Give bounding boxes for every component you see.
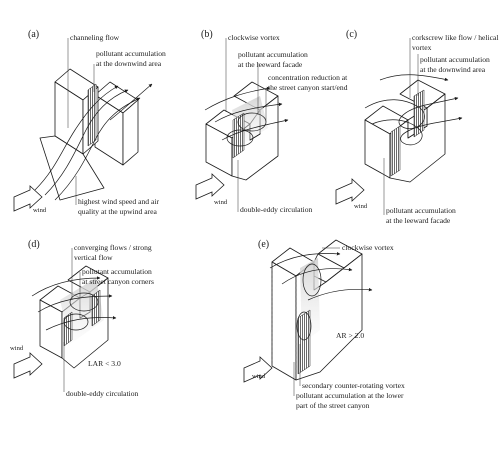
panel-a-label: (a) xyxy=(28,29,39,40)
panel-d: (d) converging flows / strong vertical f… xyxy=(10,239,154,398)
panel-d-note: at street canyon corners xyxy=(82,277,154,286)
panel-c-note: pollutant accumulation xyxy=(420,55,490,64)
panel-c-building xyxy=(364,79,446,183)
panel-b-flow-line xyxy=(204,86,271,111)
panel-e-section-outline xyxy=(271,261,297,381)
panel-e-note: secondary counter-rotating vortex xyxy=(302,381,405,390)
panel-e-wind-arrow xyxy=(243,356,273,383)
panel-e-building xyxy=(271,239,363,381)
panel-a-note: channeling flow xyxy=(70,33,120,42)
panel-c-helical-flow xyxy=(364,96,459,130)
panel-d-note: converging flows / strong xyxy=(74,243,152,252)
panel-b-wind-label: wind xyxy=(214,199,228,206)
panel-b-flow-line xyxy=(221,118,289,141)
panel-d-note: vertical flow xyxy=(74,253,113,262)
panel-a-wind-arrow xyxy=(13,185,43,212)
panel-b-flow-line xyxy=(214,102,283,123)
panel-d-vortex xyxy=(63,313,89,331)
panel-b-note: clockwise vortex xyxy=(228,33,280,42)
panel-a-flow-line xyxy=(109,83,153,121)
panel-c-note: at the downwind area xyxy=(420,65,486,74)
panel-a-wind-label: wind xyxy=(33,207,47,214)
panel-d-wind-label: wind xyxy=(10,345,24,352)
panel-c-helical-flow xyxy=(371,116,463,146)
panel-a-note: quality at the upwind area xyxy=(78,207,157,216)
panel-b-vortex xyxy=(226,129,254,147)
panel-a-ground xyxy=(39,135,105,201)
panel-a: (a) channeling flow pollutant accumulati… xyxy=(13,29,166,216)
panel-c-flow-line xyxy=(379,74,449,82)
panel-a-flow-line xyxy=(54,97,141,201)
panel-d-flow-line xyxy=(31,276,101,297)
panel-d-note: LAR < 3.0 xyxy=(88,359,121,368)
panel-b-note: pollutant accumulation xyxy=(238,50,308,59)
panel-e-note: pollutant accumulation at the lower xyxy=(296,391,404,400)
panel-b-note: concentration reduction at xyxy=(268,73,348,82)
panel-a-right-building xyxy=(94,81,139,166)
panel-d-note: double-eddy circulation xyxy=(66,389,139,398)
panel-c-note: at the leeward facade xyxy=(386,216,451,225)
panel-a-flow-line xyxy=(34,85,119,191)
panel-b-note: double-eddy circulation xyxy=(240,205,313,214)
panel-d-vortex xyxy=(69,292,99,312)
panel-a-pollutant-zone xyxy=(87,83,97,147)
panel-c-pollutant-zone-leeward xyxy=(390,125,401,177)
panel-e-label: (e) xyxy=(258,239,269,250)
panel-b-pollutant-zone xyxy=(232,112,245,159)
panel-d-label: (d) xyxy=(28,239,40,250)
panel-b: (b) clockwise vortex pollutant accumulat… xyxy=(195,29,348,214)
panel-e-note: part of the street canyon xyxy=(296,401,370,410)
panel-a-note: pollutant accumulation xyxy=(96,49,166,58)
panel-e-flow-line xyxy=(281,267,353,285)
panel-a-note: highest wind speed and air xyxy=(78,197,159,206)
panel-d-flow-line xyxy=(45,316,117,331)
panel-e-note: clockwise vortex xyxy=(342,243,394,252)
panel-d-wind-arrow xyxy=(13,352,43,379)
panel-d-pollutant-zone xyxy=(91,289,101,327)
panel-c-note: vortex xyxy=(412,43,432,52)
panel-c-wind-label: wind xyxy=(354,203,368,210)
panel-e-clockwise-vortex xyxy=(302,263,322,297)
panel-a-flow-line xyxy=(44,89,129,196)
panel-b-note: the street canyon start/end xyxy=(268,83,348,92)
panel-a-note: at the downwind area xyxy=(96,59,162,68)
panel-c-label: (c) xyxy=(346,29,357,40)
panel-b-note: at the leeward facade xyxy=(238,60,303,69)
panel-e-flow-line xyxy=(269,252,341,269)
panel-d-pollutant-zone xyxy=(63,311,73,347)
panel-c-wind-arrow xyxy=(335,178,365,205)
panel-c-note: pollutant accumulation xyxy=(386,206,456,215)
panel-d-note: pollutant accumulation xyxy=(82,267,152,276)
panel-d-flow-line xyxy=(37,294,113,313)
panel-c-pollutant-zone-downwind xyxy=(413,89,425,138)
panel-c-note: corkscrew like flow / helical xyxy=(412,33,498,42)
panel-e-flow-line xyxy=(307,287,373,301)
panel-b-wind-arrow xyxy=(195,173,225,200)
panel-e-note: AR > 2.0 xyxy=(336,331,364,340)
panel-c: (c) corkscrew like flow / helical vortex… xyxy=(335,29,498,225)
panel-e: (e) clockwise vortex AR > 2.0 secondary … xyxy=(243,239,405,410)
panel-b-label: (b) xyxy=(201,29,213,40)
panel-e-secondary-vortex xyxy=(296,311,312,341)
panel-e-wind-label: wind xyxy=(252,373,266,380)
